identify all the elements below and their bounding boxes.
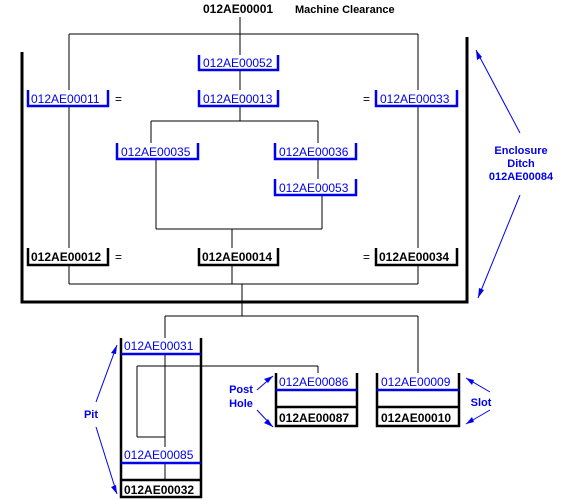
enclosure-label-line2: Ditch [507,158,535,170]
node-012AE00013[interactable]: 012AE00013 [197,90,280,108]
top-node-label: 012AE00001 [203,2,273,16]
node-012AE00036[interactable]: 012AE00036 [273,143,358,161]
svg-text:012AE00033: 012AE00033 [380,92,450,106]
svg-text:012AE00034: 012AE00034 [379,250,449,264]
node-012AE00052[interactable]: 012AE00052 [197,55,280,72]
node-012AE00033[interactable]: 012AE00033 [374,90,459,108]
pit-label: Pit [84,409,98,421]
slot-group [375,373,461,428]
svg-text:012AE00035: 012AE00035 [121,145,191,159]
annotation-arrows [95,49,521,495]
node-012AE00009[interactable]: 012AE00009 [381,375,451,389]
enclosure-ditch-bracket [20,37,469,304]
connector-lines [68,17,419,480]
node-012AE00010[interactable]: 012AE00010 [381,411,451,425]
node-012AE00032[interactable]: 012AE00032 [124,483,194,497]
enclosure-label-line3: 012AE00084 [489,171,554,183]
equals-sign-left-upper: = [115,92,122,106]
post-hole-group [274,373,359,428]
node-012AE00087[interactable]: 012AE00087 [279,411,349,425]
equals-sign-right-upper: = [363,92,370,106]
post-hole-label-line1: Post [229,384,253,396]
slot-label: Slot [471,397,492,409]
node-012AE00086[interactable]: 012AE00086 [279,375,349,389]
svg-text:012AE00012: 012AE00012 [31,250,101,264]
node-012AE00053[interactable]: 012AE00053 [273,179,358,197]
svg-text:012AE00011: 012AE00011 [31,92,100,106]
node-012AE00034[interactable]: 012AE00034 [374,248,459,267]
svg-text:012AE00036: 012AE00036 [279,145,349,159]
node-012AE00011[interactable]: 012AE00011 [26,90,110,108]
pit-group [119,338,203,499]
svg-text:012AE00013: 012AE00013 [203,92,273,106]
svg-text:012AE00053: 012AE00053 [279,181,349,195]
node-012AE00031[interactable]: 012AE00031 [124,339,194,353]
post-hole-label-line2: Hole [229,398,253,410]
enclosure-label-line1: Enclosure [494,145,547,157]
equals-sign-right-lower: = [363,250,370,264]
svg-text:012AE00014: 012AE00014 [202,250,272,264]
node-012AE00012[interactable]: 012AE00012 [26,248,110,267]
equals-sign-left-lower: = [115,250,122,264]
node-012AE00085[interactable]: 012AE00085 [124,448,194,462]
node-012AE00035[interactable]: 012AE00035 [115,143,200,161]
svg-text:012AE00052: 012AE00052 [203,56,273,70]
node-012AE00014[interactable]: 012AE00014 [197,248,280,267]
machine-clearance-title: Machine Clearance [295,4,395,16]
